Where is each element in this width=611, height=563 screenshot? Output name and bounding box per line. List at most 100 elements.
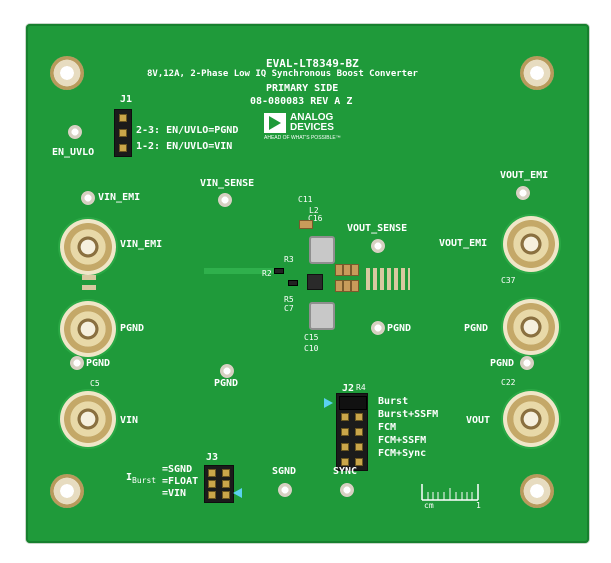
vin-emi-terminal[interactable] xyxy=(60,219,116,275)
pgnd-center-left-testpoint[interactable] xyxy=(220,364,234,378)
j2-label: J2 xyxy=(342,383,355,394)
mounting-hole-bottom-left xyxy=(50,474,84,508)
j3-header[interactable] xyxy=(204,465,234,503)
pgnd-left-post-label: PGND xyxy=(120,323,145,334)
mounting-hole-top-right xyxy=(520,56,554,90)
iburst-sub: Burst xyxy=(132,476,157,485)
sync-label: SYNC xyxy=(333,466,358,477)
resistor xyxy=(288,280,298,286)
vout-sense-label: VOUT_SENSE xyxy=(347,223,408,234)
capacitor xyxy=(343,280,351,292)
inductor-top xyxy=(309,236,335,264)
c37-label: C37 xyxy=(501,276,516,285)
pgnd-right-tp-label: PGND xyxy=(490,358,515,369)
j3-label: J3 xyxy=(206,452,219,463)
pgnd-left-terminal[interactable] xyxy=(60,301,116,357)
vin-sense-label: VIN_SENSE xyxy=(200,178,255,189)
mounting-hole-top-left xyxy=(50,56,84,90)
pgnd-left-tp-label: PGND xyxy=(86,358,111,369)
sgnd-label: SGND xyxy=(272,466,297,477)
pgnd-left-testpoint[interactable] xyxy=(70,356,84,370)
vout-post-label: VOUT xyxy=(466,415,491,426)
c11-label: C11 xyxy=(298,195,313,204)
j2-option-2: FCM xyxy=(378,422,397,433)
mounting-hole-bottom-right xyxy=(520,474,554,508)
vin-emi-tp-label: VIN_EMI xyxy=(98,192,141,203)
vout-terminal[interactable] xyxy=(503,391,559,447)
logo-line2: DEVICES xyxy=(290,122,334,133)
j1-option-1-2: 1-2: EN/UVLO=VIN xyxy=(136,141,233,152)
inductor-bottom xyxy=(309,302,335,330)
sync-testpoint[interactable] xyxy=(340,483,354,497)
pgnd-right-testpoint[interactable] xyxy=(520,356,534,370)
board-title: EVAL-LT8349-BZ xyxy=(266,57,359,70)
c22-label: C22 xyxy=(501,378,516,387)
j1-header[interactable] xyxy=(114,109,132,157)
c10-label: C10 xyxy=(304,344,319,353)
sgnd-testpoint[interactable] xyxy=(278,483,292,497)
vin-post-label: VIN xyxy=(120,415,139,426)
j1-option-2-3: 2-3: EN/UVLO=PGND xyxy=(136,125,239,136)
pad xyxy=(82,285,96,290)
capacitor xyxy=(335,264,343,276)
board-subtitle: 8V,12A, 2-Phase Low IQ Synchronous Boost… xyxy=(147,69,418,79)
iburst-i: I xyxy=(126,472,133,483)
j3-option-vin: =VIN xyxy=(162,488,187,499)
pgnd-center-right-label: PGND xyxy=(387,323,412,334)
board-side: PRIMARY SIDE xyxy=(266,83,339,94)
logo-tagline: AHEAD OF WHAT'S POSSIBLE™ xyxy=(264,135,341,141)
r3-label: R3 xyxy=(284,255,294,264)
board-rev: 08-080083 REV A Z xyxy=(250,96,353,107)
cm-ruler-icon xyxy=(421,484,479,501)
analog-devices-triangle-icon xyxy=(264,113,286,133)
capacitor xyxy=(351,264,359,276)
vout-emi-post-label: VOUT_EMI xyxy=(439,238,488,249)
r5-label: R5 xyxy=(284,295,294,304)
vin-emi-testpoint[interactable] xyxy=(81,191,95,205)
j2-option-1: Burst+SSFM xyxy=(378,409,439,420)
analog-devices-logo: ANALOG DEVICES AHEAD OF WHAT'S POSSIBLE™ xyxy=(264,112,384,141)
vout-emi-terminal[interactable] xyxy=(503,216,559,272)
j2-header[interactable] xyxy=(336,393,368,471)
vout-emi-tp-label: VOUT_EMI xyxy=(500,170,549,181)
j1-label: J1 xyxy=(120,94,133,105)
j2-option-4: FCM+Sync xyxy=(378,448,427,459)
j3-option-float: =FLOAT xyxy=(162,476,199,487)
pgnd-center-right-testpoint[interactable] xyxy=(371,321,385,335)
c7-label: C7 xyxy=(284,304,294,313)
l2-label: L2 xyxy=(309,206,319,215)
vin-terminal[interactable] xyxy=(60,391,116,447)
capacitor xyxy=(299,220,313,229)
controller-ic xyxy=(307,274,323,290)
en-uvlo-testpoint[interactable] xyxy=(68,125,82,139)
r4-label: R4 xyxy=(356,383,366,392)
pad xyxy=(82,275,96,280)
vin-emi-post-label: VIN_EMI xyxy=(120,239,163,250)
vout-sense-testpoint[interactable] xyxy=(371,239,385,253)
en-uvlo-label: EN_UVLO xyxy=(52,147,95,158)
resistor xyxy=(274,268,284,274)
capacitor xyxy=(351,280,359,292)
pgnd-right-post-label: PGND xyxy=(464,323,489,334)
j2-pin1-marker-icon xyxy=(324,398,333,408)
trace-strip xyxy=(204,268,280,274)
j2-option-3: FCM+SSFM xyxy=(378,435,427,446)
capacitor xyxy=(343,264,351,276)
r2-label: R2 xyxy=(262,269,272,278)
j3-pin1-marker-icon xyxy=(233,488,242,498)
pgnd-center-left-label: PGND xyxy=(214,378,239,389)
logo-line1: ANALOG xyxy=(290,112,334,123)
j3-option-sgnd: =SGND xyxy=(162,464,193,475)
capacitor xyxy=(335,280,343,292)
pcb-board: EVAL-LT8349-BZ 8V,12A, 2-Phase Low IQ Sy… xyxy=(26,24,589,543)
pgnd-right-terminal[interactable] xyxy=(503,299,559,355)
c5-label: C5 xyxy=(90,379,100,388)
vout-emi-testpoint[interactable] xyxy=(516,186,530,200)
ruler-mark: 1 xyxy=(476,501,481,510)
ruler-unit: cm xyxy=(424,501,434,510)
pad-array xyxy=(366,268,410,290)
c15-label: C15 xyxy=(304,333,319,342)
c16-label: C16 xyxy=(308,214,323,223)
vin-sense-testpoint[interactable] xyxy=(218,193,232,207)
j2-jumper-cap[interactable] xyxy=(339,396,367,410)
